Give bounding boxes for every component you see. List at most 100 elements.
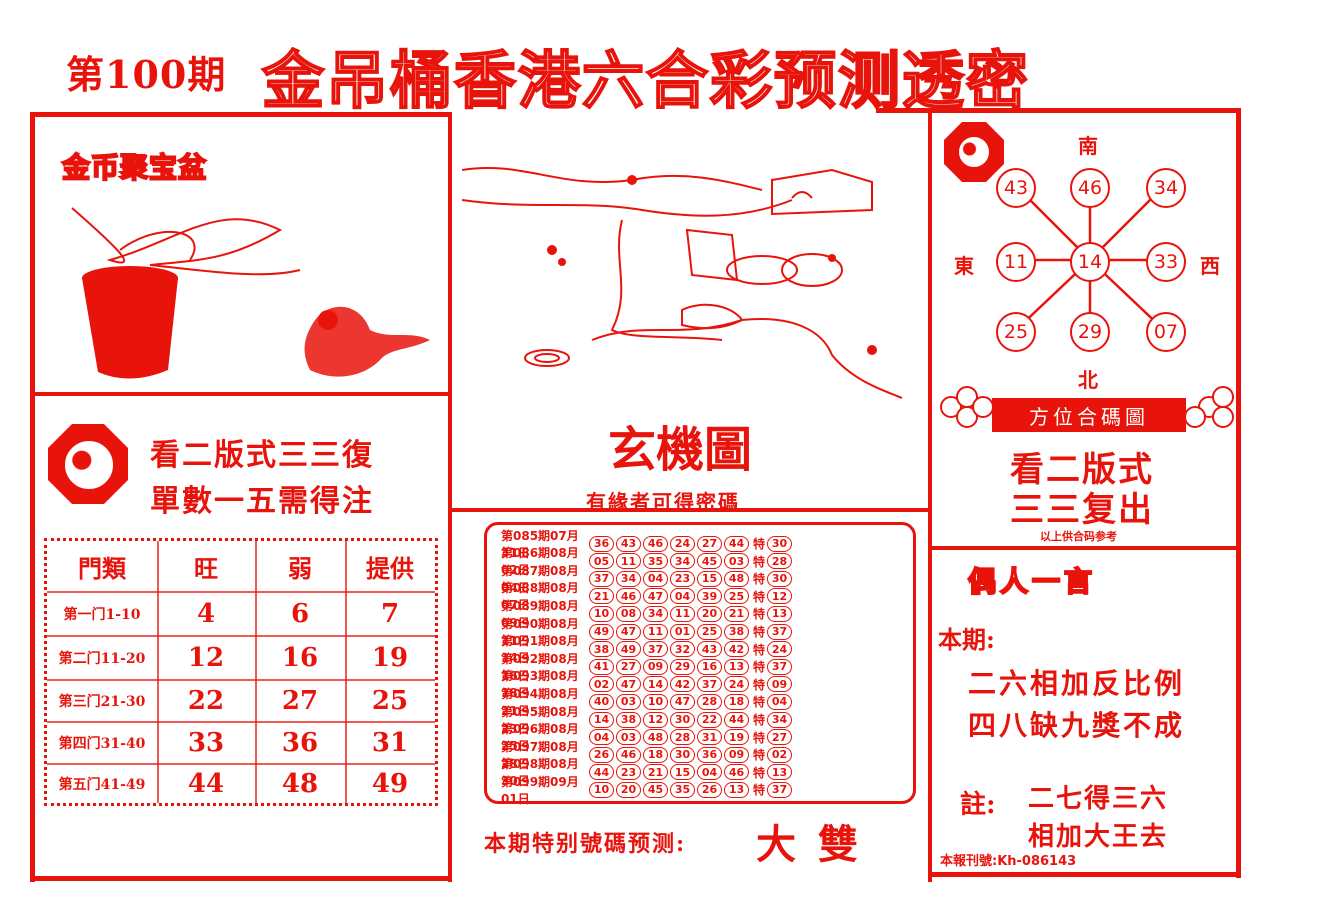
history-special-ball: 13 <box>767 764 793 781</box>
history-special-ball: 37 <box>767 658 793 675</box>
history-ball: 05 <box>589 553 614 570</box>
oracle-zhu: 註: <box>960 790 996 820</box>
taiji-icon-right <box>956 134 992 170</box>
history-ball: 45 <box>643 781 668 798</box>
history-ball: 36 <box>697 746 722 763</box>
history-ball: 26 <box>697 781 722 798</box>
history-row-label: 第093期08月18日 <box>501 669 579 701</box>
grid-cell-tigong: 19 <box>371 643 409 673</box>
history-special-ball: 37 <box>767 623 793 640</box>
oracle-zhu1: 二七得三六 <box>1028 784 1169 814</box>
grid-row-label: 第五门41-49 <box>58 777 146 793</box>
grid-cell-wang: 44 <box>187 769 225 799</box>
prediction-label: 本期特别號碼预测: <box>484 831 687 857</box>
grid-header-category: 門類 <box>78 553 126 583</box>
history-ball: 48 <box>724 570 749 587</box>
history-ball: 42 <box>670 676 695 693</box>
history-ball: 30 <box>670 746 695 763</box>
grid-cell-wang: 33 <box>187 728 225 758</box>
history-ball: 49 <box>616 641 641 658</box>
history-ball: 20 <box>697 605 722 622</box>
taiji-icon-left <box>62 438 116 492</box>
history-special-ball: 34 <box>767 711 793 728</box>
history-ball: 14 <box>589 711 614 728</box>
grid-cell-wang: 4 <box>196 599 216 629</box>
flower-icon <box>1184 406 1206 428</box>
history-ball: 47 <box>670 693 695 710</box>
history-row-label: 第095期08月23日 <box>501 704 579 736</box>
history-te-label: 特 <box>753 713 766 727</box>
history-ball: 24 <box>670 535 695 552</box>
compass-num-ne: 34 <box>1146 168 1186 208</box>
history-te-label: 特 <box>753 730 766 745</box>
history-ball: 46 <box>643 535 668 552</box>
history-ball: 02 <box>589 676 614 693</box>
compass-line2: 三三复出 <box>1010 490 1154 530</box>
history-te-label: 特 <box>753 625 766 639</box>
history-ball: 10 <box>589 781 614 798</box>
oracle-zhu2: 相加大王去 <box>1028 822 1169 852</box>
oracle-phone: 本報刊號:Kh-086143 <box>940 854 1077 869</box>
history-ball: 36 <box>589 535 614 552</box>
history-ball: 38 <box>724 623 749 640</box>
flower-icon <box>1212 406 1234 428</box>
history-ball: 15 <box>670 764 695 781</box>
history-special-ball: 28 <box>767 553 793 570</box>
history-row-label: 第094期08月21日 <box>501 686 579 718</box>
history-ball: 22 <box>697 711 722 728</box>
history-row-label: 第089期08月09日 <box>501 598 579 630</box>
compass-num-se: 07 <box>1146 312 1186 352</box>
grid-vline <box>255 541 257 803</box>
history-ball: 21 <box>589 588 614 605</box>
oracle-line1: 二六相加反比例 <box>968 667 1186 700</box>
history-row-label: 第086期08月02日 <box>501 546 579 578</box>
compass-num-center: 14 <box>1070 242 1110 282</box>
history-ball: 25 <box>724 588 749 605</box>
history-ball: 30 <box>670 711 695 728</box>
grid-cell-tigong: 25 <box>371 686 409 716</box>
history-te-label: 特 <box>753 554 766 569</box>
page-title: 金吊桶香港六合彩预测透密 <box>261 43 1031 118</box>
history-ball: 09 <box>643 658 668 675</box>
grid-hline <box>47 635 435 637</box>
xuanji-illustration <box>462 166 903 399</box>
compass-num-n: 46 <box>1070 168 1110 208</box>
grid-hline <box>47 721 435 723</box>
grid-cell-wang: 12 <box>187 643 225 673</box>
history-te-label: 特 <box>753 765 766 780</box>
history-ball: 44 <box>724 535 749 552</box>
history-ball: 21 <box>724 605 749 622</box>
history-ball: 43 <box>697 641 722 658</box>
grid-header-wang: 旺 <box>194 553 218 583</box>
history-ball: 19 <box>724 729 749 746</box>
compass-banner-text: 方位合碼圖 <box>1029 404 1149 429</box>
history-row-label: 第092期08月16日 <box>501 651 579 683</box>
history-ball: 37 <box>589 570 614 587</box>
grid-hline <box>47 591 435 593</box>
history-te-label: 特 <box>753 607 766 622</box>
history-ball: 10 <box>643 693 668 710</box>
history-ball: 37 <box>643 641 668 658</box>
history-ball: 47 <box>616 623 641 640</box>
frame-right-top <box>876 108 1240 113</box>
history-row-label: 第085期07月31日 <box>501 528 579 560</box>
history-special-ball: 30 <box>767 570 793 587</box>
history-ball: 26 <box>589 746 614 763</box>
history-te-label: 特 <box>753 783 766 798</box>
left-hint-line2: 單數一五需得注 <box>150 484 374 519</box>
history-special-ball: 24 <box>767 641 793 658</box>
history-te-label: 特 <box>753 572 766 587</box>
history-ball: 46 <box>616 746 641 763</box>
history-row-label: 第096期08月25日 <box>501 722 579 754</box>
history-ball: 04 <box>589 729 614 746</box>
history-ball: 10 <box>589 605 614 622</box>
history-ball: 47 <box>643 588 668 605</box>
history-ball: 23 <box>616 764 641 781</box>
grid-vline <box>345 541 347 803</box>
grid-cell-tigong: 7 <box>380 599 400 629</box>
history-ball: 31 <box>697 729 722 746</box>
oracle-title: 偶人一言 <box>967 564 1097 599</box>
